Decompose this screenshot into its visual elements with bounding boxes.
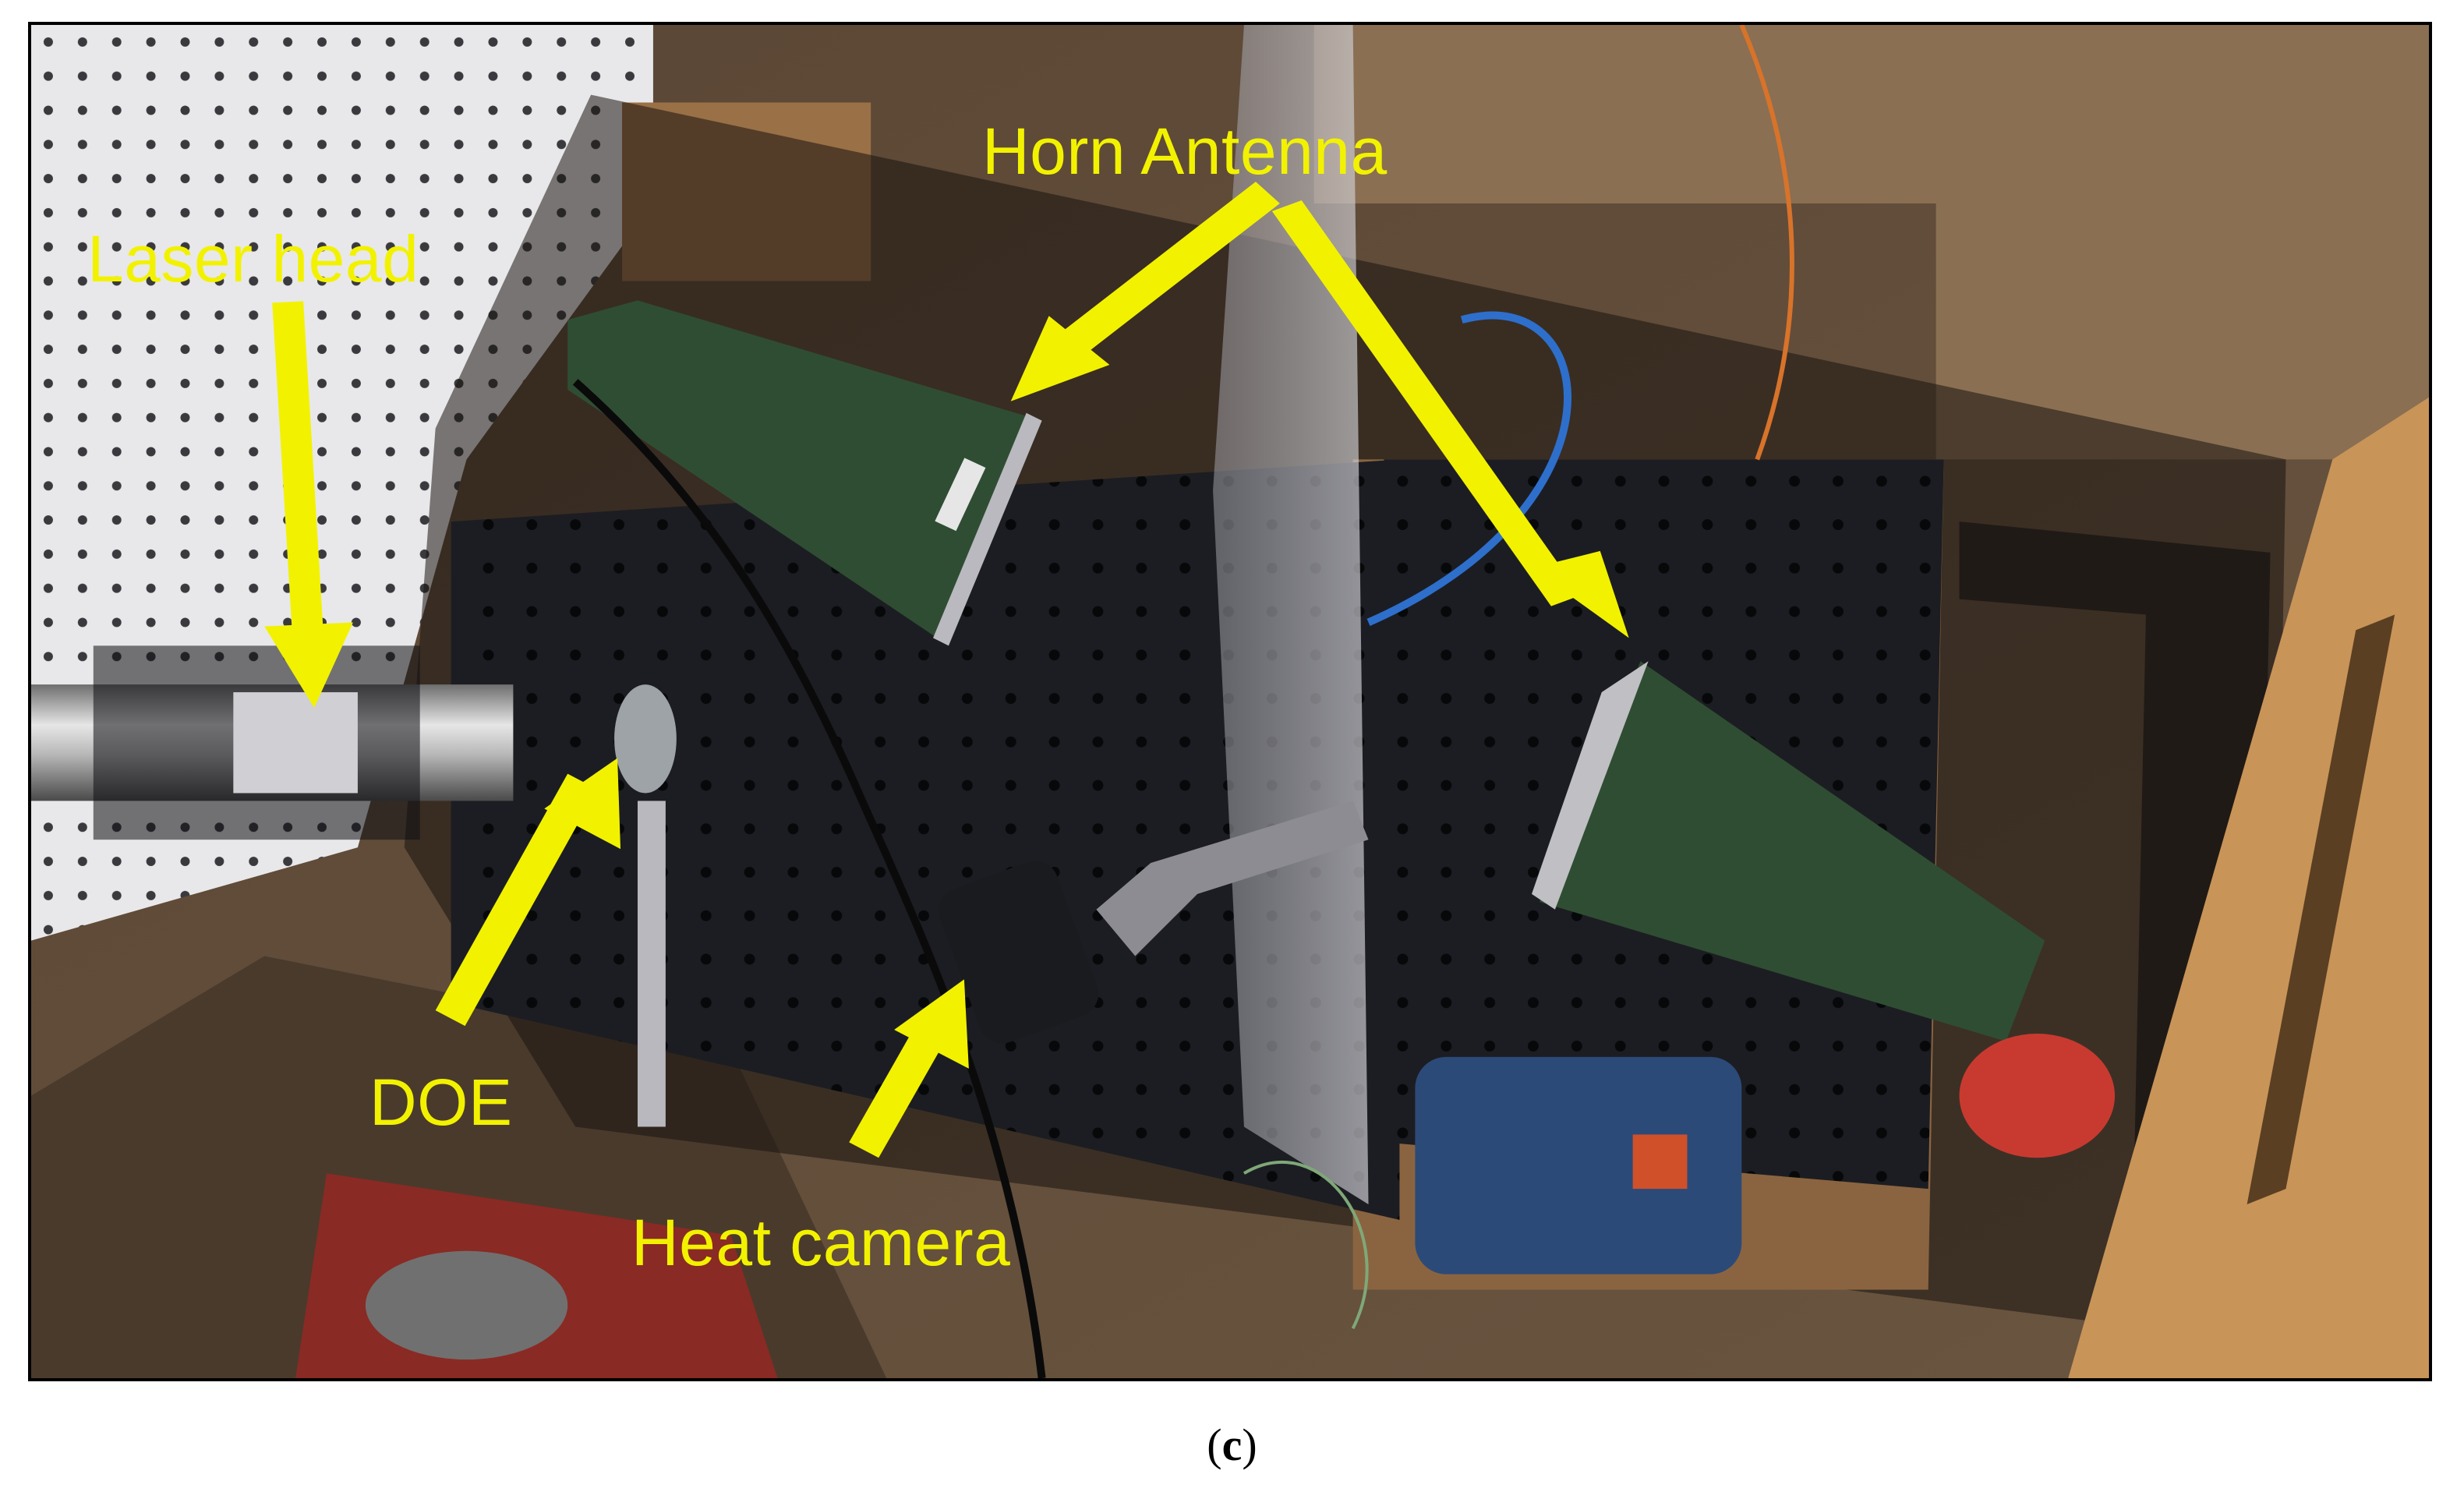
doe-post bbox=[637, 801, 666, 1127]
label-laser-head: Laser head bbox=[87, 222, 419, 295]
caption-close-paren: ) bbox=[1242, 1419, 1257, 1470]
clamp-arm bbox=[1096, 801, 1369, 956]
arrow-horn-left bbox=[1010, 182, 1280, 401]
orange-cable bbox=[1739, 25, 1794, 461]
label-doe: DOE bbox=[369, 1066, 513, 1139]
horn-antenna-left bbox=[567, 300, 1042, 646]
plexiglass-sheet bbox=[1213, 25, 1369, 1205]
horn-antenna-right bbox=[1539, 661, 2045, 1041]
label-horn-antenna: Horn Antenna bbox=[982, 115, 1388, 188]
antenna-sticker bbox=[935, 458, 986, 532]
green-wire bbox=[1243, 1161, 1369, 1330]
horn-antenna-right-mouth bbox=[1531, 661, 1649, 910]
laser-collar bbox=[233, 692, 358, 794]
controller-screen bbox=[1632, 1134, 1688, 1190]
photo-frame: Horn Antenna Laser head DOE Heat camera bbox=[28, 22, 2432, 1381]
blue-cable bbox=[1366, 311, 1572, 627]
door-slot bbox=[2247, 614, 2395, 1205]
controller-box bbox=[1415, 1056, 1742, 1275]
caption-letter: c bbox=[1221, 1419, 1243, 1470]
caption-open-paren: ( bbox=[1207, 1419, 1222, 1470]
arrow-horn-right bbox=[1271, 200, 1629, 638]
arrow-laser-head bbox=[264, 301, 353, 708]
figure-caption: (c) bbox=[0, 1419, 2464, 1471]
extinguisher bbox=[1959, 1034, 2116, 1158]
horn-antenna-left-mouth bbox=[932, 412, 1042, 646]
wooden-door-edge bbox=[2068, 397, 2429, 1378]
arrow-heat-camera bbox=[849, 979, 969, 1158]
lab-setup-photo bbox=[31, 25, 2429, 1378]
shoe bbox=[365, 1250, 568, 1360]
carpet-top-right bbox=[1313, 25, 2429, 460]
heat-camera-body bbox=[939, 861, 1099, 1044]
black-cable bbox=[572, 379, 1046, 1378]
doe-optic bbox=[614, 684, 677, 794]
label-heat-camera: Heat camera bbox=[631, 1206, 1011, 1279]
arrow-doe bbox=[435, 758, 621, 1027]
optical-breadboard bbox=[451, 459, 1400, 1220]
